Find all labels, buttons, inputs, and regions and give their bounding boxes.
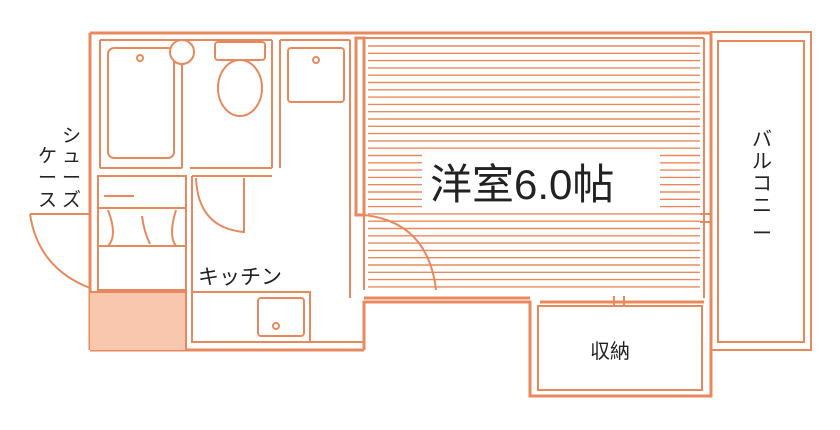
balcony-label: バ ル コ ニ ー bbox=[752, 127, 772, 245]
svg-text:ズ: ズ bbox=[62, 189, 81, 211]
bathtub-icon bbox=[107, 47, 175, 159]
svg-text:ニ: ニ bbox=[752, 193, 772, 217]
storage-label: 収納 bbox=[590, 339, 630, 363]
entrance bbox=[29, 175, 187, 350]
kitchen-label: キッチン bbox=[198, 265, 282, 289]
toilet-icon bbox=[169, 39, 266, 117]
kitchen bbox=[191, 175, 364, 343]
room-door-swing bbox=[363, 214, 437, 291]
bathroom bbox=[88, 33, 351, 298]
inner-walls bbox=[354, 36, 710, 391]
svg-text:ル: ル bbox=[752, 149, 772, 173]
kitchen-sink-icon bbox=[257, 297, 305, 337]
main-room-label: 洋室6.0帖 bbox=[430, 161, 614, 208]
shoe-case-label: シ ュ ー ズ ケ ー ス bbox=[38, 125, 81, 211]
door-swing-icon bbox=[29, 213, 91, 289]
svg-text:シ: シ bbox=[62, 125, 81, 147]
svg-text:バ: バ bbox=[752, 127, 772, 151]
svg-text:ス: ス bbox=[38, 189, 57, 211]
svg-text:ー: ー bbox=[62, 167, 81, 189]
svg-text:ュ: ュ bbox=[62, 145, 81, 167]
sink-icon bbox=[287, 47, 345, 103]
svg-text:ケ: ケ bbox=[38, 145, 57, 167]
svg-text:ー: ー bbox=[752, 221, 772, 245]
svg-text:コ: コ bbox=[752, 171, 772, 195]
svg-text:ー: ー bbox=[38, 167, 57, 189]
